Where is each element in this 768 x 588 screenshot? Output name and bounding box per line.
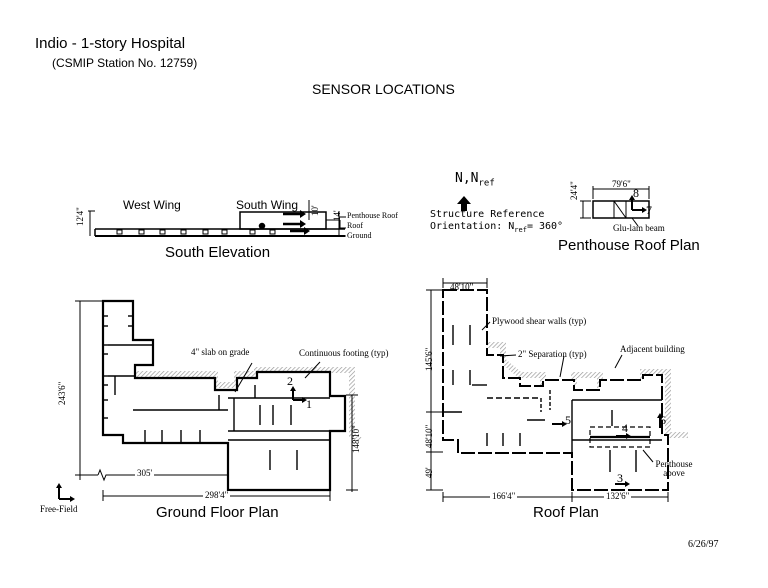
south-elevation-caption: South Elevation [165, 244, 271, 261]
level-penthouse-roof: Penthouse Roof [347, 211, 398, 220]
sensor-2-label: 2 [287, 374, 293, 388]
elevation-height-dimension: 12'4" [75, 207, 85, 226]
south-elevation [88, 200, 346, 237]
level-ground: Ground [347, 231, 372, 240]
glulam-beam-label: Glu-lam beam [613, 223, 665, 233]
page-title: Indio - 1-story Hospital [35, 35, 186, 52]
free-field-sensor [56, 483, 75, 502]
footing-note: Continuous footing (typ) [299, 348, 389, 358]
sensor-7-label: 7 [646, 203, 652, 217]
sensor-1-label: 1 [306, 397, 312, 411]
roof-sensor-arrows [552, 413, 663, 487]
roof-plan-caption: Roof Plan [533, 504, 599, 521]
roof-low-dimension: 49' [424, 467, 434, 478]
roof-upper-dimension: 145'6" [424, 347, 434, 371]
penthouse-roof-plan [580, 186, 650, 227]
sensor-3-label: 3 [617, 471, 623, 485]
ground-height-dimension: 243'6" [57, 381, 67, 405]
sensor-4-label: 4 [622, 421, 628, 435]
penthouse-roof-plan-caption: Penthouse Roof Plan [558, 237, 700, 254]
south-wing-label: South Wing [236, 198, 299, 212]
west-wing-label: West Wing [123, 198, 181, 212]
north-label: N,Nref [455, 171, 495, 189]
ground-right-dimension: 148'10" [351, 425, 361, 453]
plywood-note: Plywood shear walls (typ) [492, 316, 587, 326]
penthouse-above-note: Penthouse above [655, 459, 693, 478]
ground-sensor-arrows [290, 386, 307, 403]
sensor-6-label: 6 [660, 413, 666, 427]
penthouse-height-dimension: 10' [310, 205, 320, 216]
dimension-305: 305' [135, 468, 155, 478]
roof-height-dimension: 14' [332, 210, 342, 221]
ground-floor-plan [75, 299, 362, 501]
elevation-sensor-arrows [258, 210, 310, 235]
penthouse-sensor-arrows [629, 195, 647, 213]
roof-right-dimension: 132'6" [604, 491, 632, 501]
orientation-line-1: Structure Reference [430, 209, 545, 220]
sensor-5-label: 5 [565, 413, 571, 427]
ground-floor-plan-caption: Ground Floor Plan [156, 504, 279, 521]
penthouse-width-dimension: 79'6" [612, 179, 631, 189]
separation-note: 2" Separation (typ) [518, 349, 587, 359]
station-number: (CSMIP Station No. 12759) [52, 56, 198, 70]
ground-width-dimension: 298'4" [203, 490, 231, 500]
drawing-date: 6/26/97 [688, 539, 719, 550]
roof-top-dimension: 48'10" [450, 282, 474, 292]
north-arrow-icon [457, 196, 471, 211]
orientation-line-2: Orientation: Nref= 360° [430, 221, 564, 234]
roof-plan [426, 278, 688, 502]
section-heading: SENSOR LOCATIONS [312, 81, 455, 97]
roof-left-dimension: 166'4" [490, 491, 518, 501]
level-roof: Roof [347, 221, 363, 230]
roof-mid-dimension: 48'10" [424, 424, 434, 448]
free-field-label: Free-Field [40, 504, 78, 514]
slab-note: 4" slab on grade [191, 347, 250, 357]
adjacent-building-note: Adjacent building [620, 344, 685, 354]
penthouse-depth-dimension: 24'4" [569, 181, 579, 200]
sensor-8-label: 8 [633, 186, 639, 200]
